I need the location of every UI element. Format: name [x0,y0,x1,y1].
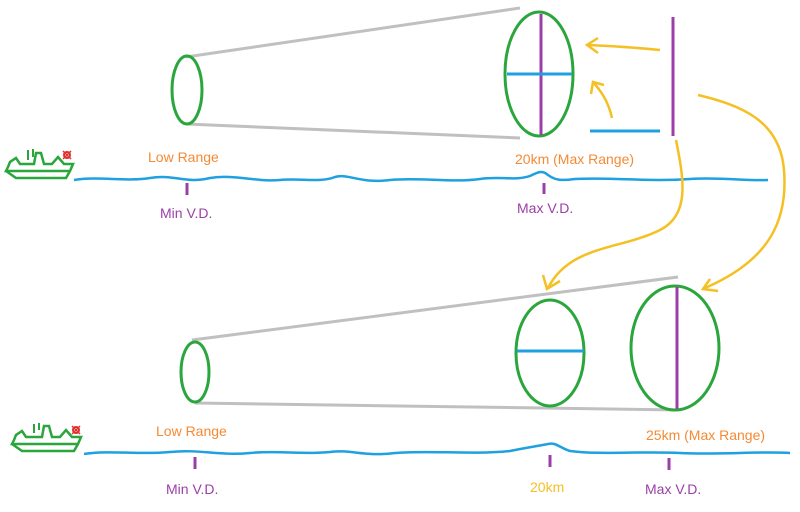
bottom-panel: Low Range 25km (Max Range) Min V.D. 20km… [9,275,791,497]
bottom-near-ellipse [179,340,211,404]
bottom-far-ellipse [629,284,721,412]
arrow-horizontal-to-bottom-head [541,274,561,291]
top-low-range-label: Low Range [148,149,219,165]
bottom-mid-ellipse [514,298,586,408]
top-cone-upper-edge [185,6,521,59]
bottom-cone-upper-edge [191,275,679,342]
arrow-vertical-to-bottom-head [700,278,719,293]
top-max-range-label: 20km (Max Range) [515,151,634,167]
ship-icon [3,149,75,180]
bottom-water-line [83,442,791,456]
top-max-vd-label: Max V.D. [517,200,573,216]
flag-icon [71,425,81,435]
top-min-vd-label: Min V.D. [160,205,212,221]
top-panel: Low Range 20km (Max Range) Min V.D. Max … [3,6,769,221]
connecting-arrows [541,93,786,293]
bottom-max-range-label: 25km (Max Range) [646,427,765,443]
top-arrow-vertical [587,43,661,52]
top-water-line [73,170,769,183]
bottom-max-vd-label: Max V.D. [645,481,701,497]
top-arrow-vertical-head [584,36,599,55]
top-far-ellipse [503,10,575,138]
top-near-ellipse [170,54,204,126]
top-arrow-horizontal [592,81,614,119]
top-cone-lower-edge [185,122,521,140]
bottom-cone-lower-edge [194,401,679,412]
flag-icon [62,150,72,160]
bottom-low-range-label: Low Range [156,423,227,439]
ship-icon [9,423,83,453]
bottom-mid-label: 20km [530,479,564,495]
top-arrow-horizontal-head [589,80,605,95]
arrow-vertical-to-bottom [697,93,786,290]
arrow-horizontal-to-bottom [546,139,684,289]
bottom-min-vd-label: Min V.D. [166,481,218,497]
